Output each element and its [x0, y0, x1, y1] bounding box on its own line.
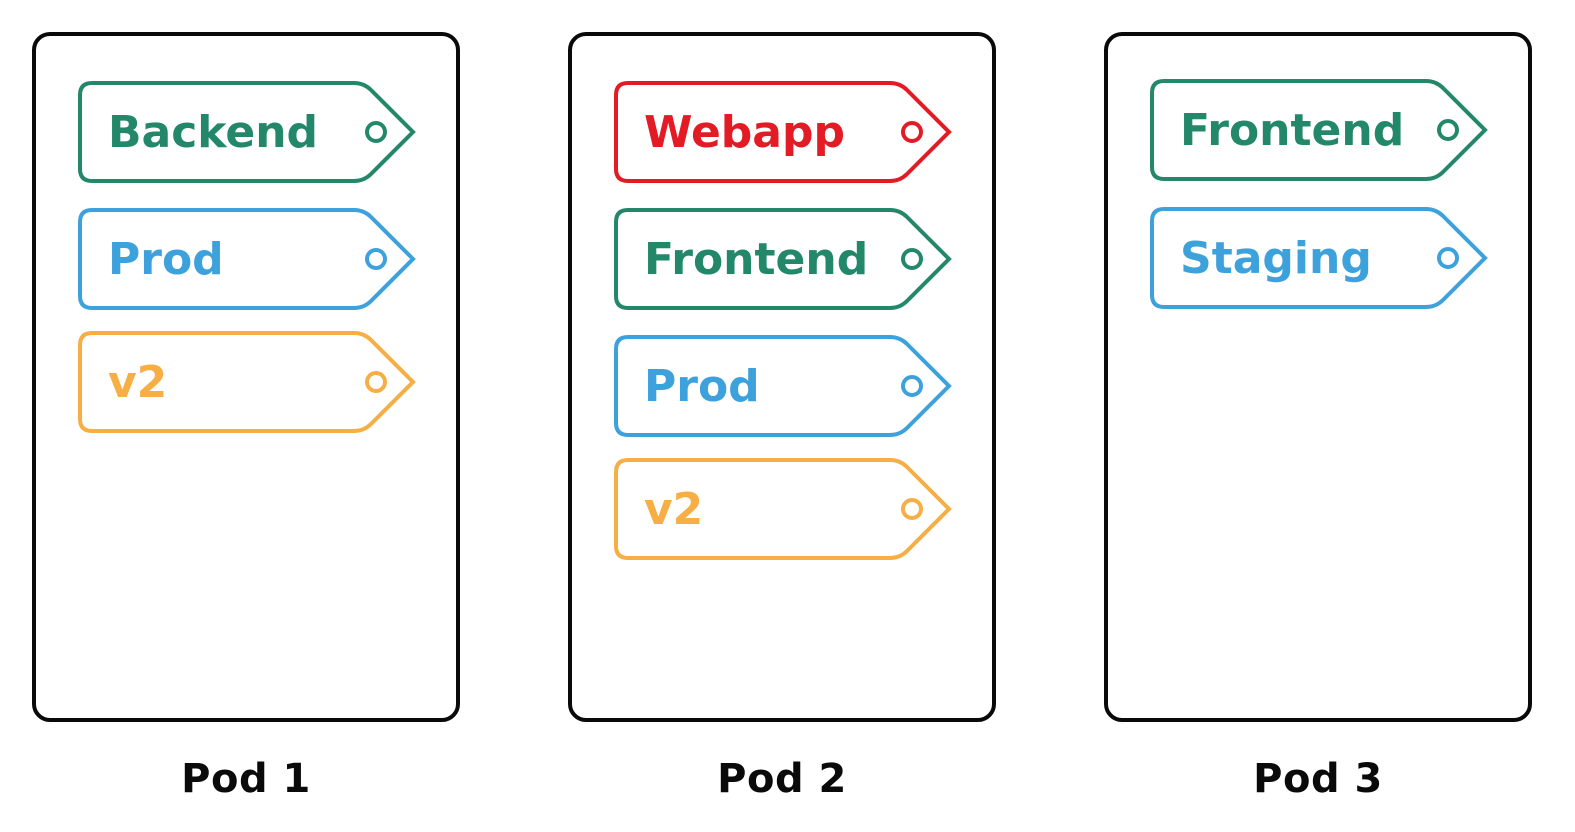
tag-hole-icon: [901, 498, 923, 520]
tag-hole-icon: [901, 121, 923, 143]
label-tag: Prod: [78, 208, 421, 311]
pod-3: Frontend Staging Pod 3: [1104, 0, 1538, 832]
pod-title: Pod 3: [1253, 756, 1383, 802]
label-text: Prod: [108, 234, 224, 285]
tag-hole-icon: [365, 121, 387, 143]
label-tag: Webapp: [614, 81, 957, 184]
label-tag: v2: [614, 458, 957, 561]
tag-hole-icon: [365, 371, 387, 393]
tag-shape-icon: [614, 81, 952, 183]
tag-shape-icon: [614, 208, 952, 310]
label-text: Webapp: [644, 107, 845, 158]
tag-hole-icon: [901, 375, 923, 397]
label-text: Frontend: [644, 234, 869, 285]
pod-2: Webapp Frontend Prod: [568, 0, 1002, 832]
pod-box: Frontend Staging: [1104, 32, 1532, 722]
tag-shape-icon: [78, 331, 416, 433]
pod-box: Webapp Frontend Prod: [568, 32, 996, 722]
pod-box: Backend Prod v2: [32, 32, 460, 722]
label-text: Backend: [108, 107, 319, 158]
label-tag: Frontend: [1150, 79, 1493, 182]
pod-title: Pod 2: [717, 756, 847, 802]
pod-title: Pod 1: [181, 756, 311, 802]
tag-hole-icon: [901, 248, 923, 270]
label-tag: Staging: [1150, 207, 1493, 310]
label-tag: Prod: [614, 335, 957, 438]
tag-hole-icon: [365, 248, 387, 270]
label-text: Prod: [644, 361, 760, 412]
label-text: v2: [644, 484, 704, 535]
tag-hole-icon: [1437, 119, 1459, 141]
tag-shape-icon: [614, 335, 952, 437]
tag-shape-icon: [78, 81, 416, 183]
label-tag: Backend: [78, 81, 421, 184]
tag-shape-icon: [1150, 79, 1488, 181]
label-text: Frontend: [1180, 105, 1405, 156]
tag-hole-icon: [1437, 247, 1459, 269]
pod-1: Backend Prod v2 Pod 1: [32, 0, 466, 832]
label-tag: Frontend: [614, 208, 957, 311]
tag-shape-icon: [78, 208, 416, 310]
label-text: Staging: [1180, 233, 1372, 284]
tag-shape-icon: [1150, 207, 1488, 309]
label-text: v2: [108, 357, 168, 408]
tag-shape-icon: [614, 458, 952, 560]
label-tag: v2: [78, 331, 421, 434]
